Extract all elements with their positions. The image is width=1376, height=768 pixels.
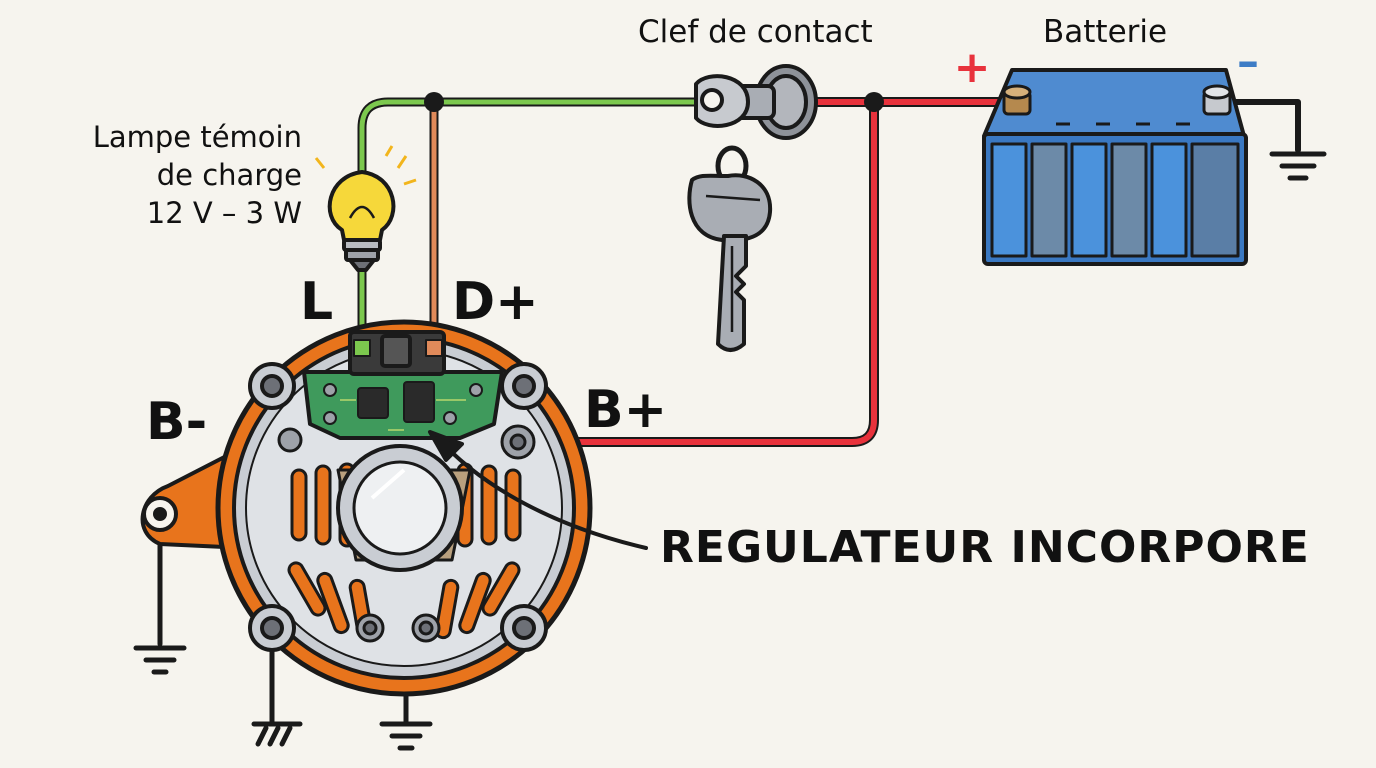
wire-b-plus (515, 97, 879, 447)
terminal-l-pin (353, 339, 371, 357)
ground-icon-battery (1269, 151, 1327, 181)
battery-icon: + – (954, 36, 1259, 266)
wire-lamp-to-key (357, 97, 705, 353)
lamp-icon (314, 145, 417, 272)
housing-screws (277, 427, 441, 643)
alternator-icon (140, 319, 593, 697)
lamp-label-line-3: 12 V – 3 W (146, 196, 302, 230)
ignition-key-label: Clef de contact (638, 14, 873, 50)
regulator-label: REGULATEUR INCORPORE (660, 522, 1310, 573)
ground-icon-alternator (379, 721, 433, 751)
lamp-label: Lampe témoin de charge 12 V – 3 W (40, 118, 302, 232)
ignition-switch-icon (687, 64, 818, 352)
terminal-l-label: L (300, 272, 334, 332)
lamp-glow-rays (314, 145, 417, 186)
battery-negative-terminal (1202, 84, 1232, 116)
battery-cells (990, 142, 1240, 258)
regulator-pointer-arrow (428, 430, 648, 550)
mounting-lugs (248, 362, 548, 652)
regulator-board (302, 330, 504, 440)
battery-positive-terminal (1002, 84, 1032, 116)
terminal-d-plus-pin (425, 339, 443, 357)
lamp-label-line-1: Lampe témoin (92, 120, 302, 154)
battery-plus-sign: + (954, 42, 991, 93)
terminal-b-plus-label: B+ (584, 380, 668, 440)
terminal-b-minus-label: B- (146, 392, 208, 452)
battery-minus-sign: – (1237, 36, 1259, 87)
ground-icon-b-minus (133, 645, 187, 675)
ground-icon-chassis (251, 721, 303, 747)
terminal-b-plus-post (500, 424, 536, 460)
battery-label: Batterie (1043, 14, 1168, 50)
terminal-d-plus-label: D+ (452, 272, 539, 332)
junction-dot-right (864, 92, 884, 112)
lamp-label-line-2: de charge (156, 158, 302, 192)
junction-dot-left (424, 92, 444, 112)
wire-battery-negative (1225, 99, 1301, 153)
